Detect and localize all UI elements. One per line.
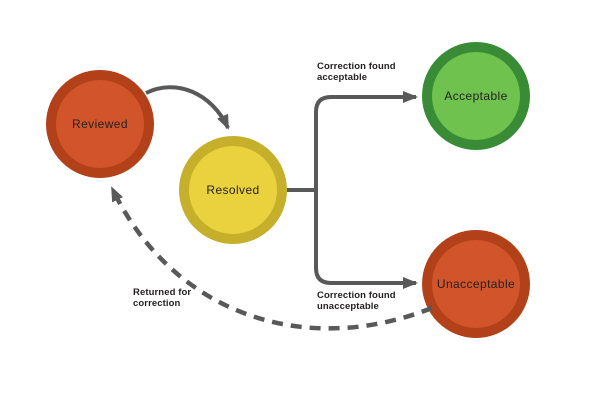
node-acceptable-fill: Acceptable: [432, 52, 520, 140]
edge-label-correction-found-unacceptable: Correction found unacceptable: [317, 290, 396, 312]
node-acceptable: Acceptable: [422, 42, 530, 150]
node-reviewed-label: Reviewed: [72, 117, 128, 131]
arrow-reviewed-to-resolved: [145, 85, 230, 130]
edge-label-returned-for-correction: Returned for correction: [133, 287, 192, 309]
arrow-resolved-to-unacceptable: [314, 190, 418, 289]
node-unacceptable-fill: Unacceptable: [432, 240, 520, 328]
arrow-resolved-to-acceptable: [314, 91, 418, 190]
node-resolved-label: Resolved: [206, 183, 260, 197]
node-reviewed: Reviewed: [46, 70, 154, 178]
node-reviewed-fill: Reviewed: [56, 80, 144, 168]
node-acceptable-label: Acceptable: [444, 89, 508, 103]
node-resolved-fill: Resolved: [189, 146, 277, 234]
node-unacceptable: Unacceptable: [422, 230, 530, 338]
node-resolved: Resolved: [179, 136, 287, 244]
node-unacceptable-label: Unacceptable: [436, 277, 516, 291]
edge-label-correction-found-acceptable: Correction found acceptable: [317, 61, 396, 83]
